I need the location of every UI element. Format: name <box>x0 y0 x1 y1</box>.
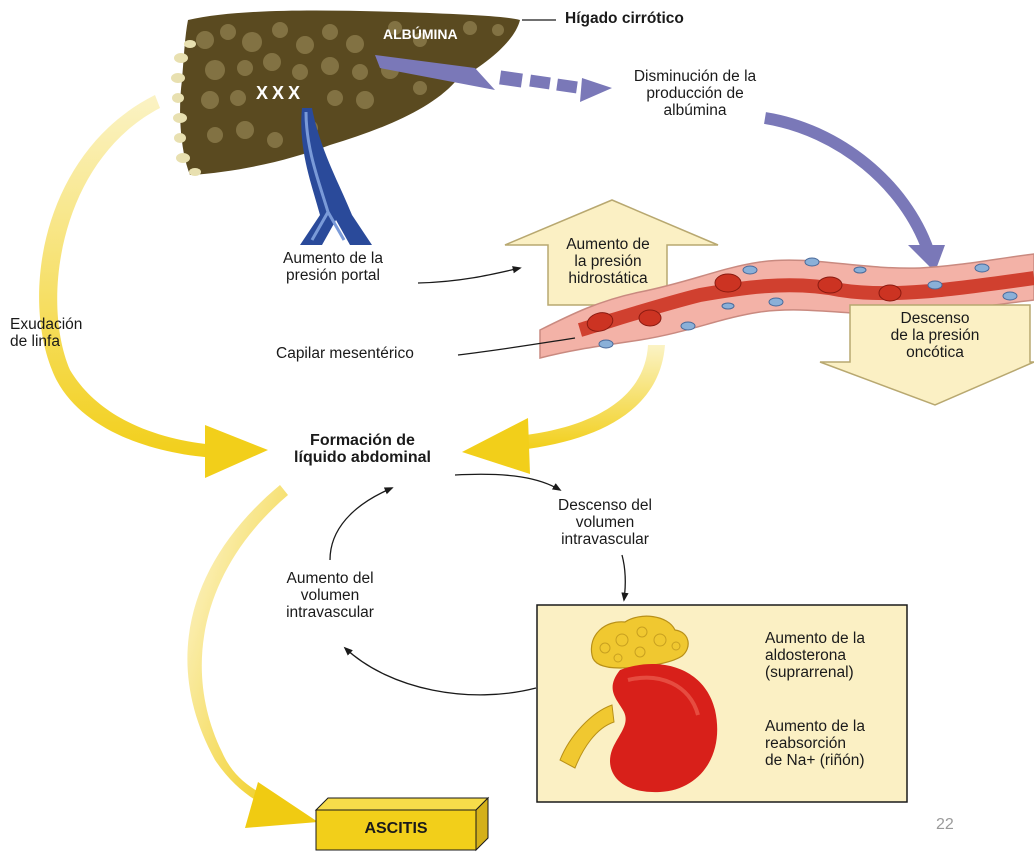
portal-pressure-label: Aumento de la presión portal <box>268 250 398 284</box>
intravascular-decrease-label: Descenso del volumen intravascular <box>535 497 675 548</box>
aldosterone-increase-label: Aumento de la aldosterona (suprarrenal) <box>765 630 865 681</box>
fluid-formation-label: Formación de líquido abdominal <box>255 432 470 466</box>
oncotic-decrease-label: Descenso de la presión oncótica <box>865 310 1005 361</box>
kidney-to-intravascular-increase-arrow <box>345 648 536 695</box>
mesenteric-capillary-label: Capilar mesentérico <box>276 345 414 362</box>
albumin-decrease-label: Disminución de la producción de albúmina <box>620 68 770 119</box>
liver-title: Hígado cirrótico <box>565 10 684 27</box>
cirrhotic-liver-illustration <box>171 10 520 176</box>
intravascular-decrease-to-kidney-arrow <box>622 555 625 600</box>
capillary-to-fluid-arrow <box>462 345 665 474</box>
albumin-label: ALBÚMINA <box>383 26 458 43</box>
lymph-exudation-label: Exudación de linfa <box>10 316 82 350</box>
intravascular-increase-label: Aumento del volumen intravascular <box>260 570 400 621</box>
sodium-reabsorption-label: Aumento de la reabsorción de Na+ (riñón) <box>765 718 865 769</box>
ascites-label: ASCITIS <box>316 820 476 837</box>
slide-number: 22 <box>936 816 954 833</box>
portal-to-hydrostatic-arrow <box>418 268 520 283</box>
fluid-to-intravascular-decrease-arrow <box>455 474 560 490</box>
albumin-to-oncotic-arrow <box>765 118 945 272</box>
hydrostatic-increase-label: Aumento de la presión hidrostática <box>550 236 666 287</box>
intravascular-increase-to-fluid-arrow <box>330 488 392 560</box>
liver-damage-mark: XXX <box>256 85 304 102</box>
fluid-to-ascites-arrow <box>187 485 318 828</box>
